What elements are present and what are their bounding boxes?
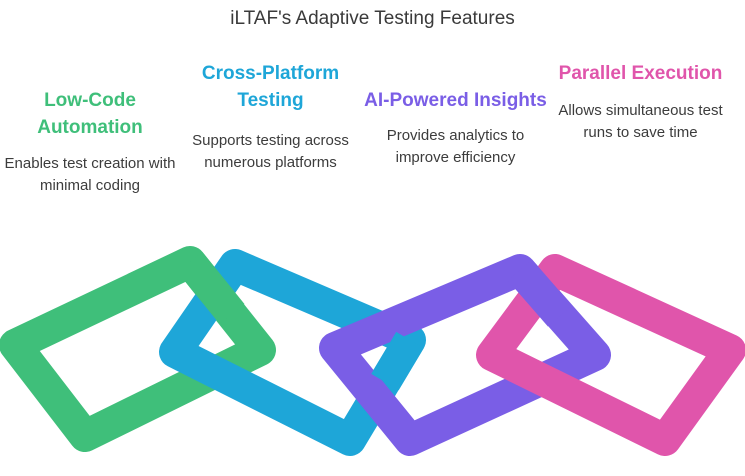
feature-description: Enables test creation with minimal codin… [4,155,176,194]
chain-link-purple [319,254,611,456]
feature-description: Provides analytics to improve efficiency [386,127,525,166]
page-title: iLTAF's Adaptive Testing Features [230,8,515,29]
feature-title: AI-Powered Insights [364,90,547,111]
chain-link-purple-overlap [507,259,573,327]
feature-title: Low-Code Automation [37,90,143,138]
feature-cross-platform-testing: Cross-Platform Testing Supports testing … [178,60,363,174]
feature-description: Allows simultaneous test runs to save ti… [558,102,723,141]
feature-parallel-execution: Parallel Execution Allows simultaneous t… [548,60,733,144]
chain-link-green-overlap [177,251,245,325]
feature-low-code-automation: Low-Code Automation Enables test creatio… [0,87,180,197]
feature-ai-powered-insights: AI-Powered Insights Provides analytics t… [363,87,548,169]
chain-link-blue-overlap [371,331,424,391]
chain-link-green [0,246,276,452]
feature-description: Supports testing across numerous platfor… [192,132,349,171]
feature-title: Parallel Execution [558,63,723,84]
feature-title: Cross-Platform Testing [201,63,340,111]
